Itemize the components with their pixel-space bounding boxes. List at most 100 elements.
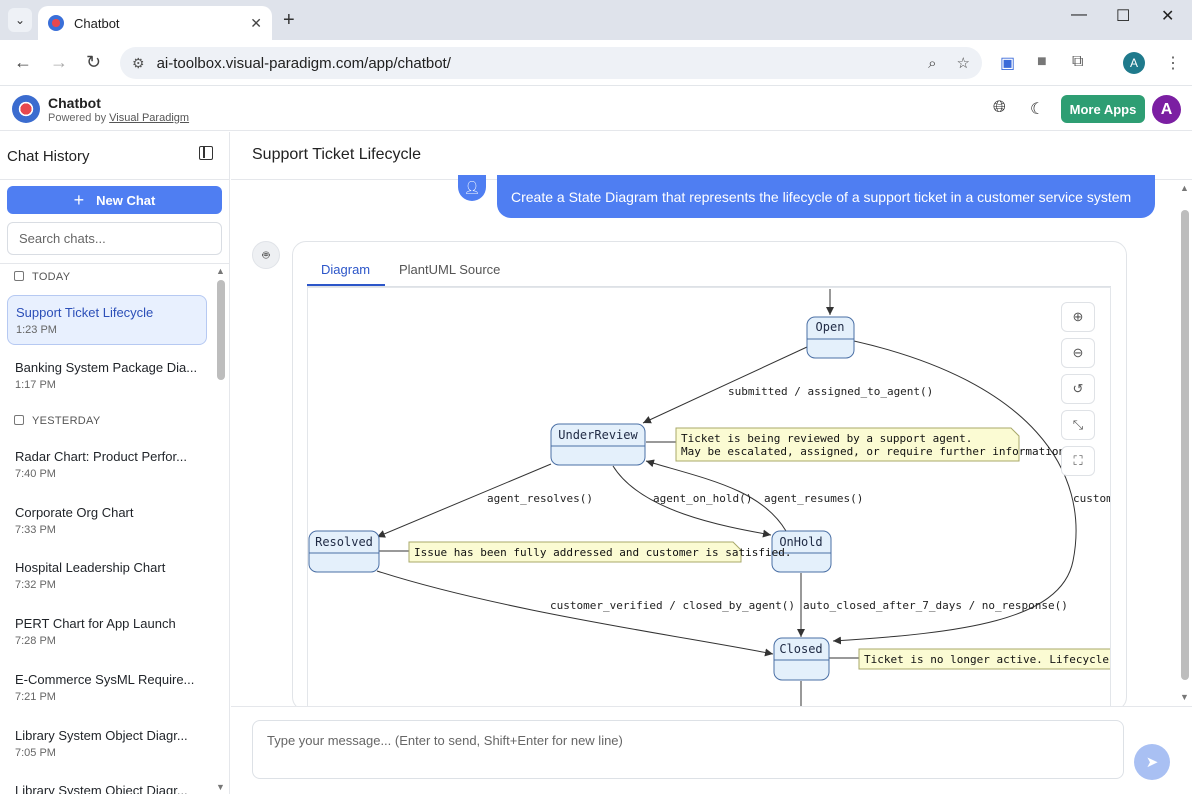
browser-menu-icon[interactable]: ⋮ <box>1165 55 1181 72</box>
zoom-out-icon[interactable]: ⊖ <box>1061 338 1095 368</box>
user-message-bubble: Create a State Diagram that represents t… <box>497 175 1155 218</box>
conversation-title: Support Ticket Lifecycle <box>252 146 421 163</box>
address-bar[interactable]: ⚙ ai-toolbox.visual-paradigm.com/app/cha… <box>120 47 982 79</box>
chat-item[interactable]: E-Commerce SysML Require...7:21 PM <box>7 663 207 713</box>
send-icon[interactable]: ➤ <box>1134 744 1170 780</box>
diagram-canvas[interactable]: Open UnderReview Resolved OnHold Closed … <box>307 287 1111 707</box>
more-apps-button[interactable]: More Apps <box>1061 95 1145 123</box>
new-chat-label: New Chat <box>96 192 156 208</box>
zoom-in-icon[interactable]: ⊕ <box>1061 302 1095 332</box>
reset-view-icon[interactable]: ↺ <box>1061 374 1095 404</box>
window-close-icon[interactable]: ✕ <box>1161 8 1175 25</box>
chat-item-title: PERT Chart for App Launch <box>15 616 176 631</box>
forward-arrow-icon[interactable]: → <box>50 52 68 72</box>
group-label: TODAY <box>32 271 71 283</box>
transition-custom <box>832 340 1077 645</box>
note-resolved-text: Issue has been fully addressed and custo… <box>414 546 792 559</box>
browser-profile-avatar[interactable]: A <box>1123 52 1145 74</box>
scroll-up-arrow-icon[interactable]: ▲ <box>1180 183 1189 193</box>
transition-label: agent_on_hold() <box>653 492 752 505</box>
chat-item-title: Library System Object Diagr... <box>15 783 188 794</box>
note-closed-text: Ticket is no longer active. Lifecycle co… <box>864 653 1111 666</box>
search-chats-input[interactable] <box>7 222 222 255</box>
message-input[interactable] <box>252 720 1124 779</box>
transition-on-hold <box>612 465 772 538</box>
tab-title: Chatbot <box>74 15 120 31</box>
scroll-down-arrow-icon[interactable]: ▼ <box>1180 692 1189 702</box>
minimize-icon[interactable]: — <box>1071 6 1087 23</box>
chat-item[interactable]: Support Ticket Lifecycle 1:23 PM <box>7 295 207 345</box>
note-closed <box>858 648 1110 670</box>
fit-to-screen-icon[interactable]: ⤡ <box>1061 410 1095 440</box>
state-under-review-label: UnderReview <box>558 428 638 442</box>
calendar-icon <box>14 415 24 425</box>
back-arrow-icon[interactable]: ← <box>14 52 32 72</box>
tab-plantuml-source[interactable]: PlantUML Source <box>399 262 501 277</box>
sidebar-toggle-icon[interactable] <box>199 146 213 160</box>
browser-tab[interactable]: Chatbot ✕ <box>38 6 272 40</box>
fullscreen-icon[interactable]: ⛶ <box>1061 446 1095 476</box>
user-avatar[interactable]: A <box>1152 95 1181 124</box>
transition-verified <box>376 570 774 657</box>
transition-label: auto_closed_after_7_days / no_response() <box>803 599 1068 612</box>
sidebar-title: Chat History <box>7 148 90 165</box>
reload-icon[interactable]: ↻ <box>86 52 102 72</box>
extension-doc-icon[interactable]: ▣ <box>1000 55 1016 72</box>
state-closed-label: Closed <box>779 642 822 656</box>
bot-avatar-icon: 🤖︎ <box>252 241 280 269</box>
scroll-up-arrow-icon[interactable]: ▲ <box>216 266 225 276</box>
main-scrollbar[interactable] <box>1181 210 1189 680</box>
url-text[interactable]: ai-toolbox.visual-paradigm.com/app/chatb… <box>156 54 451 72</box>
chat-item-time: 7:40 PM <box>15 468 56 480</box>
diagram-tabs: Diagram PlantUML Source <box>307 256 1111 287</box>
state-resolved-label: Resolved <box>315 535 373 549</box>
note-resolved <box>408 541 742 563</box>
extension-shield-icon[interactable]: ■ <box>1037 53 1047 70</box>
browser-toolbar: ← → ↻ ⚙ ai-toolbox.visual-paradigm.com/a… <box>0 40 1192 86</box>
dark-mode-moon-icon[interactable]: ☾ <box>1030 101 1045 118</box>
tab-diagram[interactable]: Diagram <box>321 262 371 277</box>
transition-submitted <box>642 346 808 424</box>
state-resolved <box>308 530 380 573</box>
scroll-down-arrow-icon[interactable]: ▼ <box>216 782 225 792</box>
state-open-label: Open <box>816 320 845 334</box>
app-name: Chatbot <box>48 95 101 111</box>
chat-item[interactable]: Library System Object Diagr... <box>7 774 207 794</box>
powered-by: Powered by Visual Paradigm <box>48 112 189 124</box>
chat-item-time: 7:33 PM <box>15 524 56 536</box>
plus-icon: + <box>73 189 85 210</box>
chat-item[interactable]: Radar Chart: Product Perfor...7:40 PM <box>7 440 207 490</box>
transition-label: custom <box>1073 492 1111 505</box>
chat-item[interactable]: Banking System Package Dia...1:17 PM <box>7 351 207 401</box>
chat-item-time: 1:23 PM <box>16 324 57 336</box>
tab-list-chevron-icon[interactable]: ⌄ <box>8 8 32 32</box>
transition-resumes <box>645 459 787 532</box>
tab-close-icon[interactable]: ✕ <box>250 14 262 31</box>
chat-item[interactable]: Library System Object Diagr...7:05 PM <box>7 719 207 769</box>
chat-item-time: 7:28 PM <box>15 635 56 647</box>
new-tab-plus-icon[interactable]: + <box>283 9 295 31</box>
new-chat-button[interactable]: + New Chat <box>7 186 222 214</box>
transition-label: agent_resumes() <box>764 492 863 505</box>
note-under-review-line2: May be escalated, assigned, or require f… <box>681 445 1072 458</box>
maximize-icon[interactable]: ☐ <box>1116 8 1131 25</box>
transition-resolves <box>376 463 552 538</box>
powered-by-link[interactable]: Visual Paradigm <box>109 112 190 124</box>
state-open <box>806 316 855 359</box>
transition-label: customer_verified / closed_by_agent() <box>550 599 795 612</box>
language-globe-icon[interactable]: 🌐︎ <box>993 99 1006 116</box>
site-info-icon[interactable]: ⚙ <box>132 54 145 71</box>
note-under-review-line1: Ticket is being reviewed by a support ag… <box>681 432 972 445</box>
bookmark-star-icon[interactable]: ☆ <box>956 55 970 72</box>
state-on-hold-label: OnHold <box>779 535 822 549</box>
zoom-icon[interactable]: ⌕ <box>928 54 937 72</box>
extensions-puzzle-icon[interactable]: ⧉ <box>1072 53 1084 70</box>
transition-label: submitted / assigned_to_agent() <box>728 385 933 398</box>
chat-item[interactable]: PERT Chart for App Launch 7:28 PM <box>7 607 207 657</box>
sidebar-scrollbar[interactable] <box>217 280 225 380</box>
chat-item-title: Support Ticket Lifecycle <box>16 305 154 320</box>
state-closed <box>773 637 830 681</box>
powered-by-label: Powered by <box>48 112 107 124</box>
